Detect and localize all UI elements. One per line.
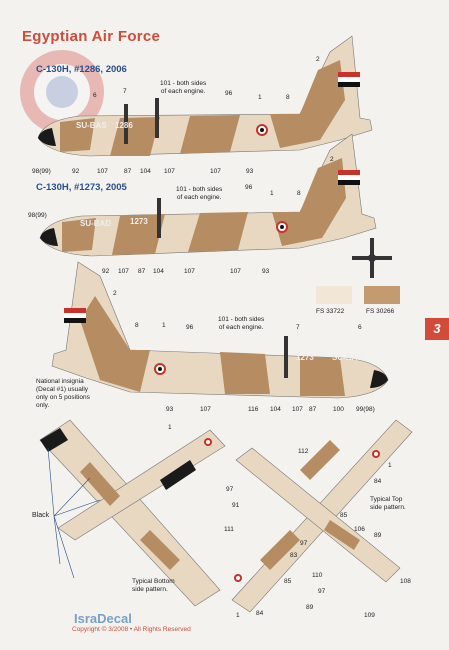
aircraft-bottom-view: [39, 419, 226, 607]
callout: 7: [296, 324, 300, 331]
aircraft-top-view: [231, 419, 413, 613]
fs33722-label: FS 33722: [316, 308, 345, 315]
callout: 107: [184, 268, 195, 275]
callout: 85: [284, 578, 292, 585]
callout: 107: [164, 168, 175, 175]
copyright: Copyright © 3/2008 • All Rights Reserved: [72, 626, 191, 633]
serial-1273: 1273: [130, 217, 148, 226]
callout: 92: [102, 268, 110, 275]
callout: 87: [138, 268, 146, 275]
callout: 1: [236, 612, 240, 619]
callout: 98(99): [32, 168, 51, 175]
fs33722-swatch: [316, 286, 352, 304]
serial-1273-b: 1273: [296, 353, 314, 362]
callout: 87: [309, 406, 317, 413]
black-pointer-lines: [47, 447, 101, 579]
serial-su-bad-b: SU-BAD: [332, 353, 364, 362]
callout: 104: [270, 406, 281, 413]
aircraft-1-heading: C-130H, #1286, 2006: [36, 64, 127, 75]
callout: 100: [333, 406, 344, 413]
callout: 112: [298, 448, 309, 455]
callout: 89: [306, 604, 314, 611]
callout: 1: [270, 190, 274, 197]
aircraft-2-heading: C-130H, #1273, 2005: [36, 182, 127, 193]
callout: 110: [312, 572, 323, 579]
page-number-tab: 3: [425, 318, 449, 340]
callout: 96: [225, 90, 233, 97]
callout: 97: [318, 588, 326, 595]
brand-logo: IsraDecal: [74, 611, 132, 626]
callout: 104: [153, 268, 164, 275]
callout: 8: [135, 322, 139, 329]
callout: 1: [168, 424, 172, 431]
callout: 84: [374, 478, 382, 485]
fs30266-swatch: [364, 286, 400, 304]
callout: 107: [292, 406, 303, 413]
serial-su-bad: SU-BAD: [80, 219, 112, 228]
callout: 87: [124, 168, 132, 175]
callout: 6: [93, 92, 97, 99]
callout: 109: [364, 612, 375, 619]
callout: 107: [200, 406, 211, 413]
callout: 93: [262, 268, 270, 275]
callout: 108: [400, 578, 411, 585]
serial-su-bas: SU-BAS: [76, 121, 107, 130]
callout: 7: [123, 88, 127, 95]
roundel-watermark: [20, 50, 104, 134]
callout: 83: [290, 552, 298, 559]
callout: 89: [374, 532, 382, 539]
callout: 96: [245, 184, 253, 191]
callout: 104: [140, 168, 151, 175]
page-title: Egyptian Air Force: [22, 28, 161, 45]
callout: 97: [300, 540, 308, 547]
callout: 1: [388, 462, 392, 469]
callout: 85: [340, 512, 348, 519]
callout: 107: [97, 168, 108, 175]
propeller-icon: [352, 238, 392, 278]
callout: 107: [230, 268, 241, 275]
callout: 2: [113, 290, 117, 297]
callout: 96: [186, 324, 194, 331]
callout: 91: [232, 502, 240, 509]
callout: 99(98): [356, 406, 375, 413]
callout: 93: [166, 406, 174, 413]
callout: 97: [226, 486, 234, 493]
aircraft-3-side-view: [51, 261, 389, 399]
callout: 93: [246, 168, 254, 175]
fs30266-label: FS 30266: [366, 308, 395, 315]
callout: 107: [210, 168, 221, 175]
black-label: Black: [32, 512, 50, 519]
callout: 106: [354, 526, 365, 533]
callout: 107: [118, 268, 129, 275]
callout: 84: [256, 610, 264, 617]
callout: 111: [224, 526, 234, 533]
callout: 2: [330, 156, 334, 163]
callout: 8: [297, 190, 301, 197]
aircraft-1-side-view: [37, 35, 373, 157]
callout: 1: [162, 322, 166, 329]
callout: 2: [316, 56, 320, 63]
serial-1286: 1286: [115, 121, 133, 130]
callout: 8: [286, 94, 290, 101]
callout: 98(99): [28, 212, 47, 219]
callout: 1: [258, 94, 262, 101]
callout: 92: [72, 168, 80, 175]
callout: 116: [248, 406, 259, 413]
aircraft-2-side-view: [39, 133, 377, 257]
callout: 6: [358, 324, 362, 331]
